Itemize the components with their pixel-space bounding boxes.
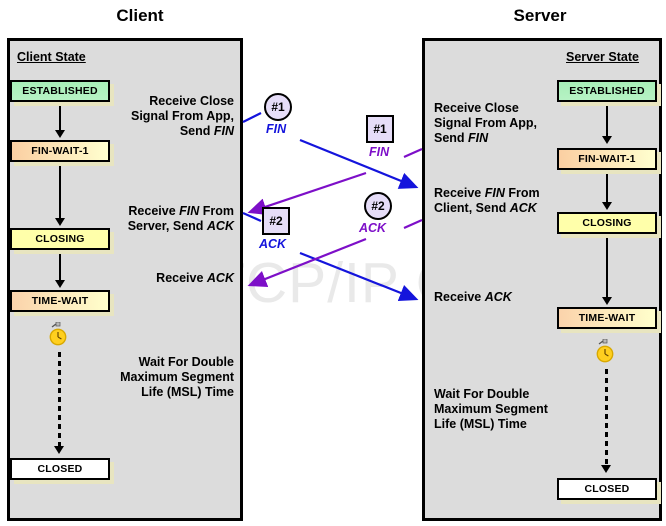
server-state-closed: CLOSED xyxy=(557,478,657,500)
column-title-client: Client xyxy=(116,6,164,25)
server-panel xyxy=(422,38,662,521)
client-note3-em: ACK xyxy=(206,271,234,285)
message-marker-server-ack[interactable]: #2 xyxy=(364,192,392,220)
message-marker-client-fin[interactable]: #1 xyxy=(264,93,292,121)
client-note-close-signal: Receive Close Signal From App, Send FIN xyxy=(90,94,234,139)
message-marker-client-ack[interactable]: #2 xyxy=(262,207,290,235)
server-note-line1: Receive Close xyxy=(434,101,519,115)
client-state-closing: CLOSING xyxy=(10,228,110,250)
client-note-line3-pre: Send xyxy=(179,124,214,138)
server-note4-line1: Wait For Double xyxy=(434,387,530,401)
client-note2-pre: Receive xyxy=(128,204,180,218)
client-note-line2: Signal From App, xyxy=(130,109,234,123)
server-note-receive-ack: Receive ACK xyxy=(434,290,584,305)
server-note-line2: Signal From App, xyxy=(434,116,538,130)
message-label-server-ack: ACK xyxy=(359,221,387,235)
server-state-heading: Server State xyxy=(566,50,639,64)
server-note-line3-em: FIN xyxy=(468,131,489,145)
client-panel xyxy=(7,38,243,521)
server-state-established: ESTABLISHED xyxy=(557,80,657,102)
server-note-msl-wait: Wait For Double Maximum Segment Life (MS… xyxy=(434,387,594,432)
client-note-line3-em: FIN xyxy=(213,124,234,138)
message-marker-server-fin[interactable]: #1 xyxy=(366,115,394,143)
server-note3-em: ACK xyxy=(484,290,512,304)
client-note2-line2-em: ACK xyxy=(206,219,234,233)
client-transition-line-2 xyxy=(59,164,61,220)
client-transition-arrow-1 xyxy=(55,130,65,138)
server-note4-line2: Maximum Segment xyxy=(434,402,548,416)
client-note3-pre: Receive xyxy=(156,271,207,285)
client-note4-line3: Life (MSL) Time xyxy=(141,385,234,399)
client-note2-post: From xyxy=(199,204,234,218)
client-transition-line-1 xyxy=(59,104,61,132)
server-transition-line-2 xyxy=(606,172,608,204)
client-transition-arrow-3 xyxy=(55,280,65,288)
server-note3-pre: Receive xyxy=(434,290,485,304)
client-wait-dotted-line xyxy=(58,352,61,448)
client-note-receive-fin: Receive FIN From Server, Send ACK xyxy=(80,204,234,234)
client-stopwatch-icon xyxy=(49,322,67,346)
server-state-closing: CLOSING xyxy=(557,212,657,234)
server-transition-arrow-1 xyxy=(602,136,612,144)
client-note-receive-ack: Receive ACK xyxy=(100,271,234,286)
client-note2-line2-pre: Server, Send xyxy=(127,219,207,233)
client-state-closed: CLOSED xyxy=(10,458,110,480)
client-note-msl-wait: Wait For Double Maximum Segment Life (MS… xyxy=(90,355,234,400)
client-state-heading: Client State xyxy=(17,50,86,64)
message-label-client-fin: FIN xyxy=(266,122,287,136)
client-transition-arrow-2 xyxy=(55,218,65,226)
server-note-receive-fin: Receive FIN From Client, Send ACK xyxy=(434,186,599,216)
server-state-fin-wait-1: FIN-WAIT-1 xyxy=(557,148,657,170)
server-stopwatch-icon xyxy=(596,339,614,363)
client-note4-line1: Wait For Double xyxy=(138,355,234,369)
client-transition-line-3 xyxy=(59,252,61,282)
server-note-line3-pre: Send xyxy=(434,131,469,145)
server-transition-line-1 xyxy=(606,104,608,138)
server-note2-line2-em: ACK xyxy=(509,201,537,215)
server-note2-line2-pre: Client, Send xyxy=(434,201,510,215)
server-note-close-signal: Receive Close Signal From App, Send FIN xyxy=(434,101,594,146)
client-wait-arrow xyxy=(54,446,64,454)
client-state-fin-wait-1: FIN-WAIT-1 xyxy=(10,140,110,162)
client-state-time-wait: TIME-WAIT xyxy=(10,290,110,312)
client-note4-line2: Maximum Segment xyxy=(120,370,234,384)
server-note2-pre: Receive xyxy=(434,186,485,200)
column-title-server: Server xyxy=(513,6,567,25)
server-wait-arrow xyxy=(601,465,611,473)
server-note4-line3: Life (MSL) Time xyxy=(434,417,527,431)
server-transition-arrow-2 xyxy=(602,202,612,210)
server-note2-em: FIN xyxy=(484,186,505,200)
server-wait-dotted-line xyxy=(605,369,608,467)
server-transition-arrow-3 xyxy=(602,297,612,305)
message-label-client-ack: ACK xyxy=(259,237,287,251)
client-note-line1: Receive Close xyxy=(149,94,234,108)
server-transition-line-3 xyxy=(606,236,608,299)
message-label-server-fin: FIN xyxy=(369,145,390,159)
server-note2-post: From xyxy=(504,186,540,200)
client-note2-em: FIN xyxy=(179,204,200,218)
client-state-established: ESTABLISHED xyxy=(10,80,110,102)
server-state-time-wait: TIME-WAIT xyxy=(557,307,657,329)
